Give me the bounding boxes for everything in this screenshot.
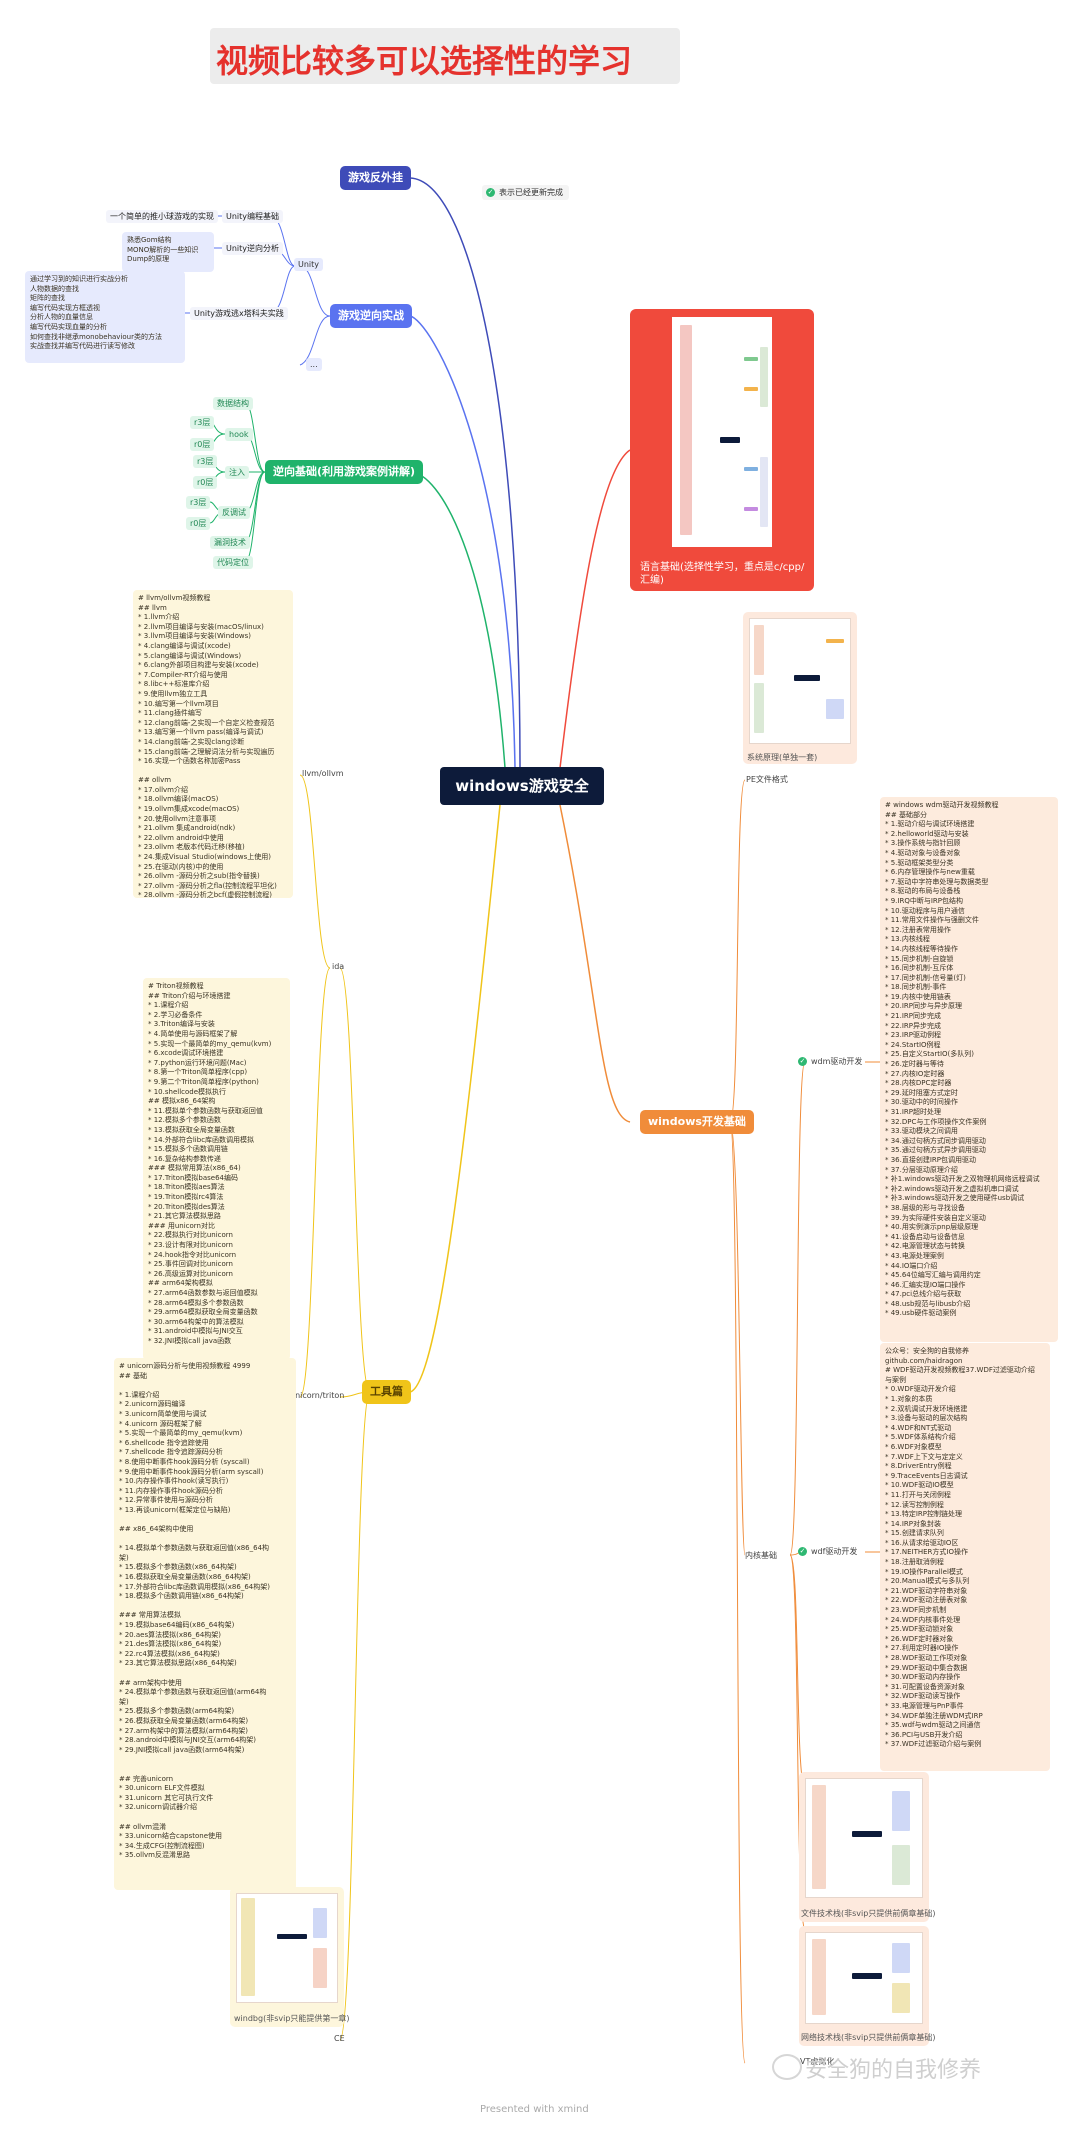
- page-title: 视频比较多可以选择性的学习: [216, 42, 633, 80]
- file-filter-caption: 文件技术栈(非svip只提供前俩章基础): [801, 1909, 936, 1918]
- windbg-caption: windbg(非svip只能提供第一章): [234, 2014, 350, 2023]
- hook-node[interactable]: hook: [225, 428, 253, 441]
- file-filter-card[interactable]: 文件技术栈(非svip只提供前俩章基础): [799, 1772, 935, 1922]
- page-title-banner: 视频比较多可以选择性的学习: [210, 28, 680, 84]
- ce-node[interactable]: CE: [334, 2034, 345, 2043]
- unicorn-triton-node[interactable]: unicorn/triton: [290, 1391, 345, 1400]
- unity-programming-basics[interactable]: Unity编程基础: [222, 210, 284, 223]
- branch-tools[interactable]: 工具篇: [362, 1380, 411, 1404]
- check-icon: ✓: [798, 1547, 807, 1556]
- ida-node[interactable]: ida: [332, 962, 345, 971]
- wdm-dev-label: wdm驱动开发: [811, 1057, 863, 1066]
- pe-caption: 系统原理(单独一套): [747, 753, 818, 762]
- hook-r3[interactable]: r3层: [190, 416, 215, 429]
- inject-r0[interactable]: r0层: [193, 476, 218, 489]
- wdf-notes: 公众号：安全狗的自我修养 github.com/haidragon # WDF驱…: [880, 1343, 1050, 1771]
- hook-r0[interactable]: r0层: [190, 438, 215, 451]
- wdf-dev-label: wdf驱动开发: [811, 1547, 858, 1556]
- check-icon: ✓: [798, 1057, 807, 1066]
- branch-reverse-practice[interactable]: 游戏逆向实战: [330, 304, 412, 328]
- llvm-ollvm-notes: # llvm/ollvm视频教程 ## llvm * 1.llvm介绍 * 2.…: [133, 590, 293, 898]
- language-thumbnail: [672, 317, 772, 547]
- branch-language-card[interactable]: 语言基础(选择性学习，重点是c/cpp/汇编): [630, 309, 814, 591]
- footer-credit: Presented with xmind: [480, 2104, 589, 2115]
- vuln-tech-node[interactable]: 漏洞技术: [210, 536, 250, 549]
- antidebug-r3[interactable]: r3层: [186, 496, 211, 509]
- unity-node[interactable]: Unity: [294, 258, 324, 271]
- kernel-basics-node[interactable]: 内核基础: [745, 1551, 777, 1560]
- central-topic[interactable]: windows游戏安全: [440, 767, 604, 805]
- code-locate-node[interactable]: 代码定位: [213, 556, 253, 569]
- unity-reverse-analysis[interactable]: Unity逆向分析: [222, 242, 284, 255]
- pe-format-node[interactable]: PE文件格式: [746, 775, 788, 784]
- wdm-notes: # windows wdm驱动开发视频教程 ## 基础部分 * 1.驱动介绍与调…: [880, 797, 1058, 1342]
- branch-windows-dev[interactable]: windows开发基础: [640, 1110, 754, 1134]
- windbg-card[interactable]: windbg(非svip只能提供第一章): [230, 1887, 350, 2027]
- wdm-dev-node[interactable]: ✓ wdm驱动开发: [798, 1056, 862, 1067]
- leaf-ball-game[interactable]: 一个简单的推小球游戏的实现: [106, 210, 218, 223]
- wdf-dev-node[interactable]: ✓ wdf驱动开发: [798, 1546, 857, 1557]
- triton-notes: # Triton视频教程 ## Triton介绍与环境搭建 * 1.课程介绍 *…: [143, 978, 290, 1360]
- file-filter-thumbnail: [805, 1778, 923, 1898]
- wechat-logo-icon: [772, 2054, 802, 2080]
- unicorn-notes: # unicorn源码分析与使用视频教程 4999 ## 基础 * 1.课程介绍…: [114, 1358, 296, 1890]
- pe-thumbnail: [749, 618, 851, 744]
- vt-virtualization-node[interactable]: VT虚拟化: [800, 2057, 835, 2066]
- done-legend: ✓ 表示已经更新完成: [482, 185, 569, 200]
- unity-tarkov-practice[interactable]: Unity游戏逃x塔科夫实践: [190, 307, 288, 320]
- net-filter-thumbnail: [805, 1932, 923, 2024]
- watermark: 安全狗的自我修养: [805, 2058, 982, 2083]
- pe-card[interactable]: 系统原理(单独一套): [743, 612, 857, 764]
- net-filter-card[interactable]: 网络技术栈(非svip只提供前俩章基础): [799, 1926, 935, 2046]
- branch-language-label: 语言基础(选择性学习，重点是c/cpp/汇编): [640, 562, 805, 586]
- inject-r3[interactable]: r3层: [193, 455, 218, 468]
- done-legend-text: 表示已经更新完成: [499, 188, 563, 197]
- inject-node[interactable]: 注入: [225, 466, 249, 479]
- ellipsis-node[interactable]: ...: [306, 358, 322, 371]
- leaf-gom-mono-dump[interactable]: 熟悉Gom结构 MONO解析的一些知识 Dump的原理: [122, 232, 214, 272]
- anti-debug-node[interactable]: 反调试: [218, 506, 250, 519]
- branch-reverse-basics[interactable]: 逆向基础(利用游戏案例讲解): [265, 460, 424, 484]
- net-filter-caption: 网络技术栈(非svip只提供前俩章基础): [801, 2033, 936, 2042]
- leaf-practical-analysis[interactable]: 通过学习到的知识进行实战分析 人物数据的查找 矩阵的查找 编写代码实现方框透视 …: [25, 271, 185, 363]
- llvm-ollvm-node[interactable]: llvm/ollvm: [302, 769, 344, 778]
- data-structure-node[interactable]: 数据结构: [213, 397, 253, 410]
- windbg-thumbnail: [236, 1893, 338, 2003]
- check-icon: ✓: [486, 188, 495, 197]
- antidebug-r0[interactable]: r0层: [186, 517, 211, 530]
- branch-anti-cheat[interactable]: 游戏反外挂: [340, 166, 411, 190]
